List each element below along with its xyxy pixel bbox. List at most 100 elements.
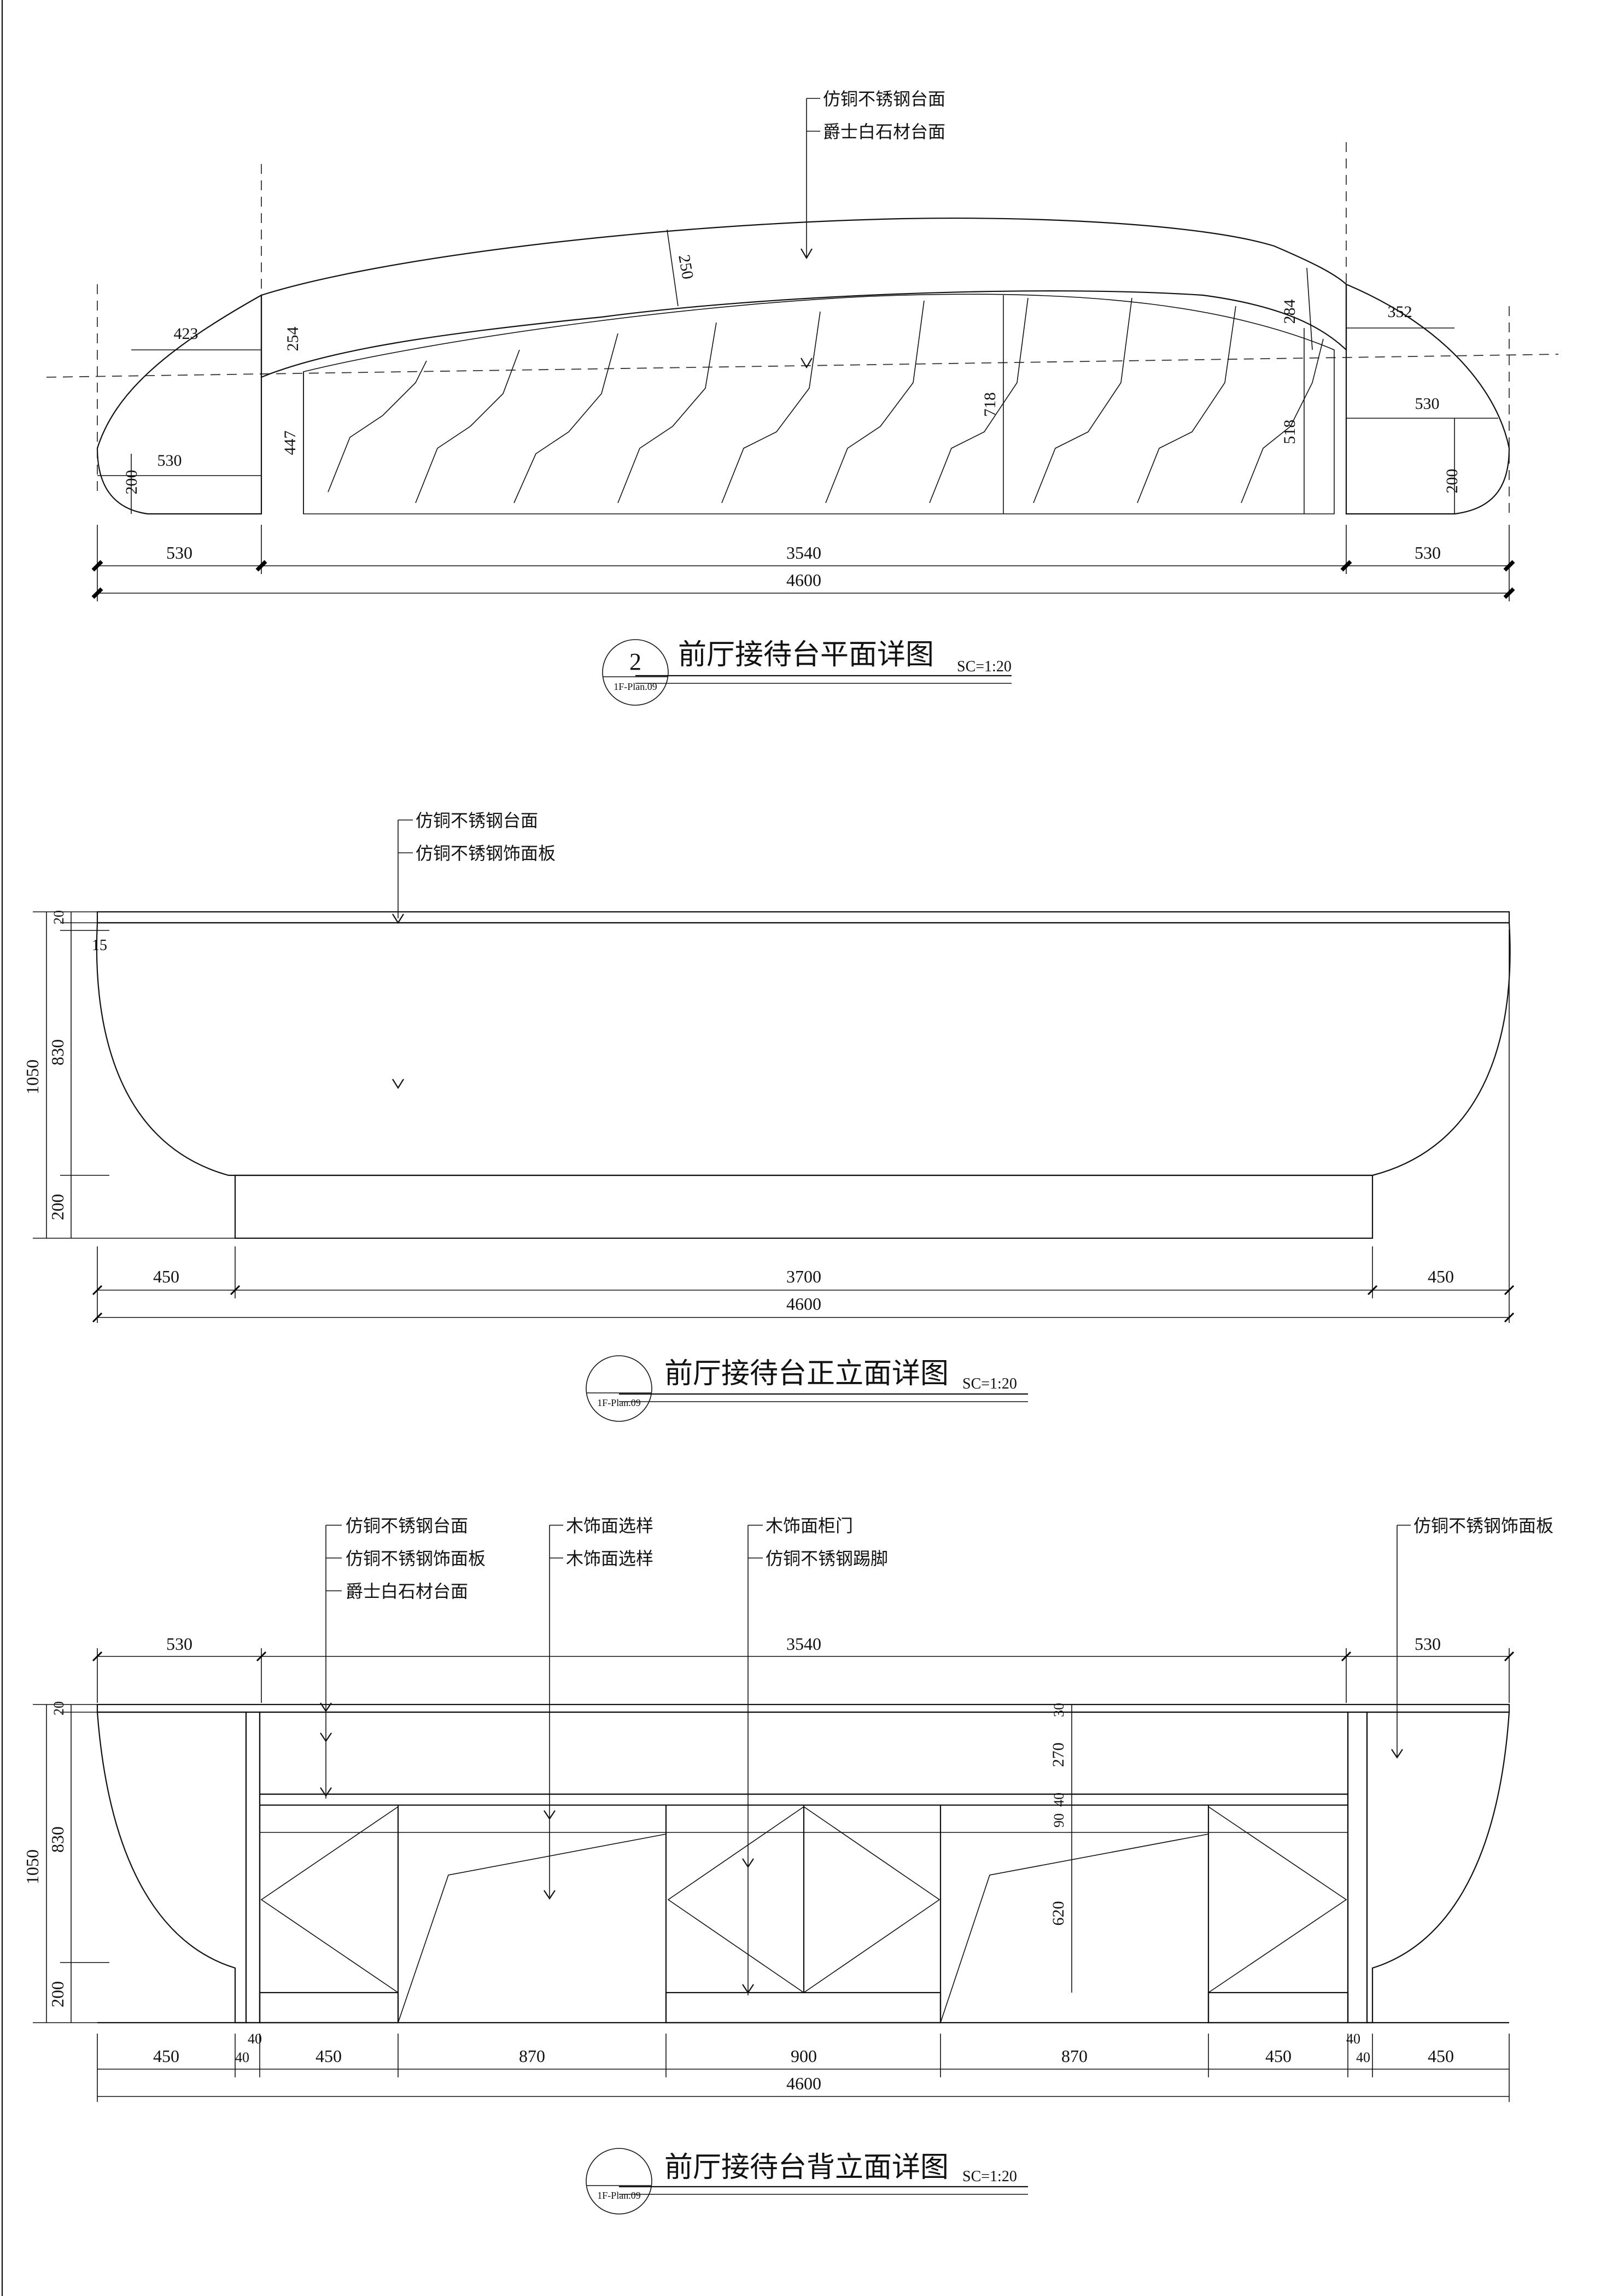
plan-title: 前厅接待台平面详图	[678, 639, 934, 671]
plan-dim-530-right: 530	[1415, 395, 1440, 413]
back-badge-ref: 1F-Plan.09	[597, 2190, 641, 2201]
plan-dim-518: 518	[1281, 420, 1299, 444]
plan-right-end	[1345, 283, 1510, 515]
plan-stone-area	[303, 294, 1335, 514]
svg-text:40: 40	[235, 2049, 249, 2065]
front-body	[96, 922, 1511, 1176]
svg-text:870: 870	[1061, 2046, 1088, 2066]
plan-dim-530-left: 530	[157, 452, 182, 470]
front-title-block: 1F-Plan.09 前厅接待台正立面详图 SC=1:20	[586, 1355, 1028, 1422]
front-countertop-strip	[96, 911, 1510, 924]
back-inner-dims: 30 270 40 90 620	[1049, 1703, 1072, 1993]
back-note-a1: 仿铜不锈钢台面	[346, 1515, 468, 1536]
svg-text:15: 15	[92, 937, 107, 954]
svg-text:620: 620	[1049, 1901, 1067, 1926]
front-note-2: 仿铜不锈钢饰面板	[416, 843, 556, 864]
svg-text:4600: 4600	[786, 570, 821, 590]
plan-dim-250: 250	[675, 253, 697, 280]
back-note-a3: 爵士白石材台面	[346, 1581, 468, 1602]
back-left-dims: 1050 20 830 200	[22, 1701, 109, 2023]
back-scale: SC=1:20	[962, 2168, 1017, 2185]
back-cabinet-lines	[259, 1805, 1349, 2023]
svg-text:1050: 1050	[22, 1849, 42, 1884]
back-notes: 仿铜不锈钢台面 仿铜不锈钢饰面板 爵士白石材台面 木饰面选样 木饰面选样 木饰面…	[320, 1515, 1553, 1995]
svg-text:3540: 3540	[786, 543, 821, 563]
plan-title-block: 2 1F-Plan.09 前厅接待台平面详图 SC=1:20	[602, 639, 1012, 706]
svg-text:270: 270	[1049, 1743, 1067, 1767]
plan-countertop-band	[260, 217, 1347, 378]
back-right-end	[1366, 1711, 1510, 2024]
svg-text:200: 200	[48, 1194, 67, 1220]
plan-dim-352: 352	[1388, 303, 1412, 321]
back-note-b2: 木饰面选样	[566, 1548, 653, 1569]
plan-badge-ref: 1F-Plan.09	[614, 681, 657, 692]
svg-text:20: 20	[51, 910, 67, 924]
svg-text:450: 450	[1428, 2046, 1454, 2066]
front-note-1: 仿铜不锈钢台面	[416, 810, 538, 831]
svg-text:450: 450	[153, 1267, 179, 1286]
svg-text:830: 830	[48, 1826, 67, 1853]
back-top-panel	[259, 1711, 1349, 1795]
svg-text:30: 30	[1051, 1703, 1067, 1717]
plan-dim-423: 423	[174, 325, 198, 343]
svg-text:530: 530	[166, 1634, 192, 1654]
back-note-b1: 木饰面选样	[566, 1515, 653, 1536]
plan-dim-447: 447	[281, 431, 299, 455]
front-elevation: 仿铜不锈钢台面 仿铜不锈钢饰面板 1050 20 15 830 200	[22, 810, 1515, 1422]
svg-text:3540: 3540	[786, 1634, 821, 1654]
plan-view: 仿铜不锈钢台面 爵士白石材台面 423 254 250 352 284 530 …	[46, 89, 1559, 706]
back-title-block: 1F-Plan.09 前厅接待台背立面详图 SC=1:20	[586, 2148, 1028, 2215]
back-door-swing-lines	[260, 1806, 1347, 2023]
plan-scale: SC=1:20	[957, 658, 1012, 675]
svg-text:530: 530	[166, 543, 192, 563]
svg-text:530: 530	[1415, 543, 1441, 563]
front-plinth	[234, 1174, 1374, 1239]
svg-text:530: 530	[1415, 1634, 1441, 1654]
svg-text:4600: 4600	[786, 2074, 821, 2093]
svg-text:40: 40	[1051, 1793, 1067, 1807]
svg-text:900: 900	[791, 2046, 817, 2066]
svg-text:4600: 4600	[786, 1294, 821, 1314]
plan-dim-284: 284	[1281, 300, 1299, 324]
svg-text:20: 20	[51, 1701, 67, 1715]
back-elevation: 530 3540 530	[22, 1515, 1553, 2215]
plan-dim-200-left: 200	[122, 470, 141, 495]
svg-text:40: 40	[1346, 2031, 1360, 2047]
plan-badge-num: 2	[629, 648, 641, 675]
svg-text:450: 450	[1428, 1267, 1454, 1286]
plan-dim-200-right: 200	[1443, 469, 1461, 494]
front-dim-chain: 450 3700 450 4600	[92, 929, 1515, 1323]
back-note-d1: 仿铜不锈钢饰面板	[1413, 1515, 1553, 1536]
back-top-dims: 530 3540 530	[92, 1634, 1515, 1703]
plan-note-2: 爵士白石材台面	[823, 121, 945, 142]
front-scale: SC=1:20	[962, 1375, 1017, 1392]
plan-badge-circle	[602, 639, 669, 706]
plan-note-1: 仿铜不锈钢台面	[823, 89, 945, 109]
back-dim-chain: 450 40 450 870 900 870 450 40 450 40 40 …	[97, 2031, 1510, 2102]
svg-text:3700: 3700	[786, 1267, 821, 1286]
svg-text:450: 450	[316, 2046, 342, 2066]
svg-text:40: 40	[1356, 2049, 1370, 2065]
svg-text:830: 830	[48, 1039, 67, 1065]
front-left-dims: 1050 20 15 830 200	[22, 910, 235, 1239]
front-title: 前厅接待台正立面详图	[664, 1357, 949, 1390]
plan-dim-254: 254	[284, 327, 302, 352]
svg-text:1050: 1050	[22, 1059, 42, 1094]
front-badge-ref: 1F-Plan.09	[597, 1397, 641, 1408]
back-note-c1: 木饰面柜门	[766, 1515, 853, 1536]
back-title: 前厅接待台背立面详图	[664, 2151, 949, 2184]
back-note-a2: 仿铜不锈钢饰面板	[346, 1548, 486, 1569]
plan-dim-718: 718	[981, 393, 999, 417]
plan-left-end	[96, 294, 262, 515]
svg-text:870: 870	[519, 2046, 545, 2066]
plan-stone-veins	[328, 297, 1324, 503]
back-left-end	[96, 1711, 247, 2024]
plan-dim-chain: 530 3540 530 4600	[91, 525, 1515, 601]
svg-text:90: 90	[1051, 1813, 1067, 1828]
back-note-c2: 仿铜不锈钢踢脚	[766, 1548, 888, 1569]
plan-centerline	[46, 354, 1559, 378]
svg-text:40: 40	[248, 2031, 262, 2047]
svg-text:450: 450	[153, 2046, 179, 2066]
svg-text:200: 200	[48, 1981, 67, 2007]
